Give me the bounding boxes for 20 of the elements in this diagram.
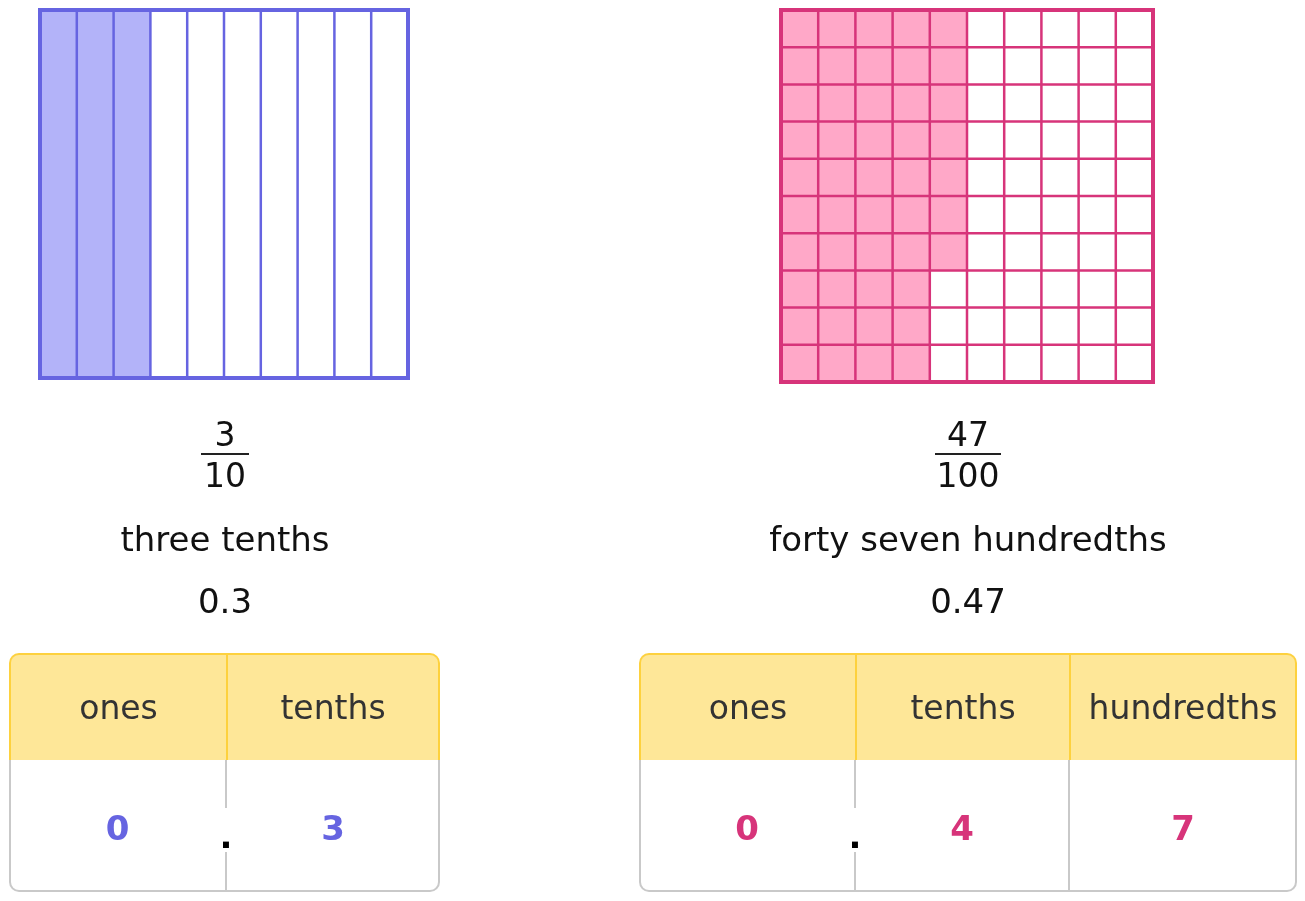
decimal-number: 0.3 [197,584,253,618]
column-header: hundredths [1069,653,1297,760]
fraction-in-words: three tenths [120,522,330,556]
place-value-digit: 4 [950,811,974,845]
decimal-point: . [848,819,862,853]
column-header: tenths [226,653,440,760]
decimal-point: . [219,819,233,853]
place-value-digit: 0 [735,811,759,845]
fraction-denominator: 10 [204,458,246,492]
column-header: ones [639,653,855,760]
fraction-in-words: forty seven hundredths [769,522,1167,556]
place-value-digit: 3 [321,811,345,845]
fraction-numerator: 3 [214,417,236,451]
fraction-denominator: 100 [936,458,1000,492]
place-value-digit: 0 [105,811,130,845]
column-header: ones [9,653,226,760]
place-value-digit: 7 [1171,811,1195,845]
decimal-number: 0.47 [930,584,1006,618]
column-header: tenths [855,653,1069,760]
fraction-numerator: 47 [947,417,989,451]
